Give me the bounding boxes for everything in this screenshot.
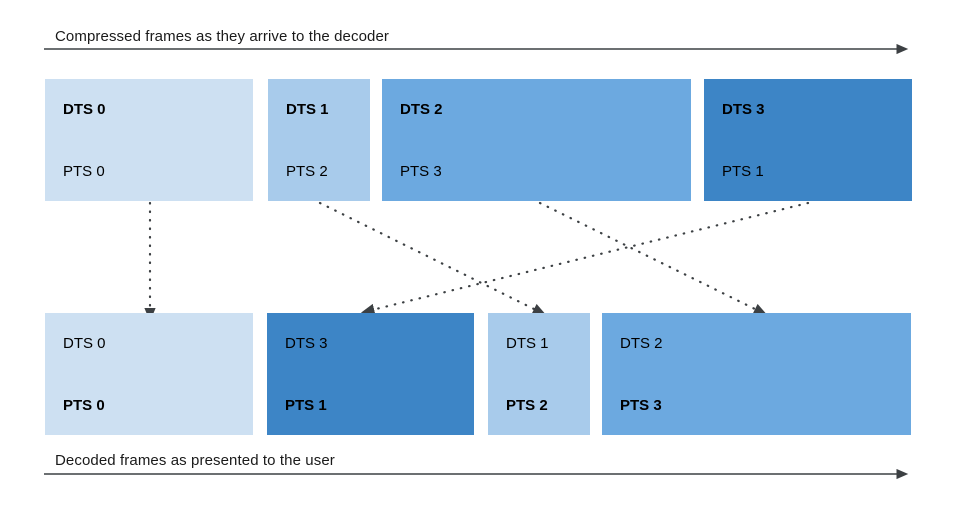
decoded-frame-1: DTS 3 PTS 1 bbox=[267, 313, 474, 435]
compressed-frame-0: DTS 0 PTS 0 bbox=[45, 79, 253, 201]
top-caption: Compressed frames as they arrive to the … bbox=[55, 28, 390, 45]
compressed-frame-3-pts-label: PTS 1 bbox=[722, 163, 764, 180]
decoded-frame-3-pts-label: PTS 3 bbox=[620, 397, 662, 414]
decoded-frame-2: DTS 1 PTS 2 bbox=[488, 313, 590, 435]
decoded-frame-0: DTS 0 PTS 0 bbox=[45, 313, 253, 435]
compressed-frame-2: DTS 2 PTS 3 bbox=[382, 79, 691, 201]
compressed-frame-1-pts-label: PTS 2 bbox=[286, 163, 328, 180]
decoded-frame-2-pts-label: PTS 2 bbox=[506, 397, 548, 414]
decoded-frame-3-dts-label: DTS 2 bbox=[620, 335, 663, 352]
decoded-frame-3: DTS 2 PTS 3 bbox=[602, 313, 911, 435]
decoded-frame-0-dts-label: DTS 0 bbox=[63, 335, 106, 352]
compressed-frame-0-dts-label: DTS 0 bbox=[63, 101, 106, 118]
connector-arrow-3 bbox=[360, 201, 810, 316]
decoded-frame-0-pts-label: PTS 0 bbox=[63, 397, 105, 414]
decoded-frame-2-dts-label: DTS 1 bbox=[506, 335, 549, 352]
compressed-frame-3: DTS 3 PTS 1 bbox=[704, 79, 912, 201]
decoded-frame-1-pts-label: PTS 1 bbox=[285, 397, 327, 414]
compressed-frame-2-dts-label: DTS 2 bbox=[400, 101, 443, 118]
connector-arrow-2 bbox=[538, 201, 768, 316]
compressed-frame-3-dts-label: DTS 3 bbox=[722, 101, 765, 118]
compressed-frame-1-dts-label: DTS 1 bbox=[286, 101, 329, 118]
connector-arrow-1 bbox=[318, 201, 547, 316]
compressed-frame-0-pts-label: PTS 0 bbox=[63, 163, 105, 180]
compressed-frame-2-pts-label: PTS 3 bbox=[400, 163, 442, 180]
compressed-frame-1: DTS 1 PTS 2 bbox=[268, 79, 370, 201]
bottom-caption: Decoded frames as presented to the user bbox=[55, 452, 335, 469]
decoded-frame-1-dts-label: DTS 3 bbox=[285, 335, 328, 352]
